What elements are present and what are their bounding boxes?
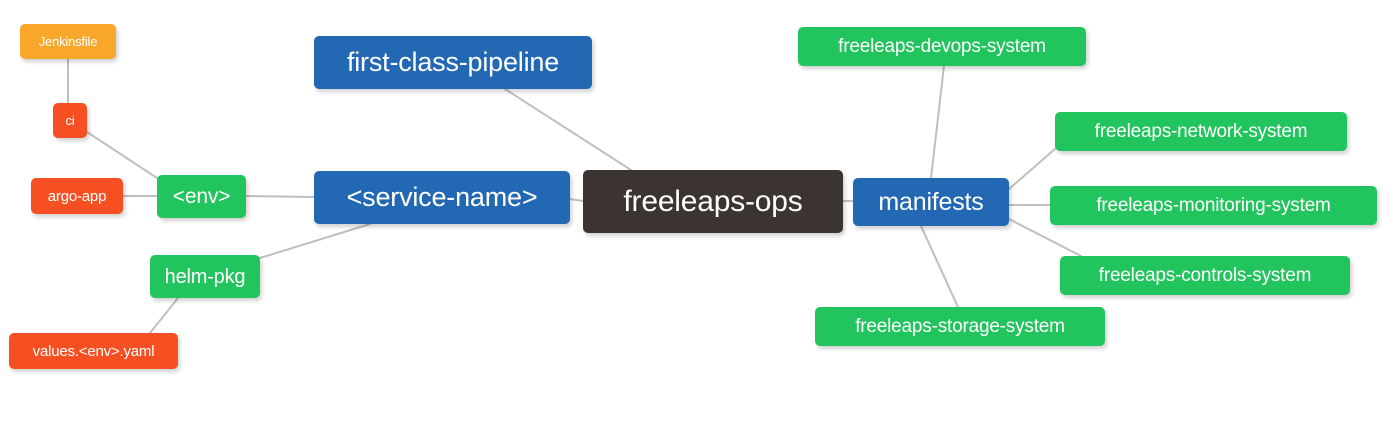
node-ci[interactable]: ci (53, 103, 87, 138)
node-label-freeleaps-storage-system: freeleaps-storage-system (855, 316, 1065, 337)
edge-manifests-storage (920, 225, 959, 308)
node-jenkinsfile[interactable]: Jenkinsfile (20, 24, 116, 59)
node-helm-pkg[interactable]: helm-pkg (150, 255, 260, 298)
node-label-env: <env> (172, 185, 231, 208)
node-label-freeleaps-network-system: freeleaps-network-system (1094, 121, 1308, 142)
node-label-freeleaps-devops-system: freeleaps-devops-system (838, 36, 1046, 57)
node-freeleaps-ops[interactable]: freeleaps-ops (583, 170, 843, 233)
node-freeleaps-monitoring-system[interactable]: freeleaps-monitoring-system (1050, 186, 1377, 225)
node-freeleaps-storage-system[interactable]: freeleaps-storage-system (815, 307, 1105, 346)
edge-helm-pkg-service-name (259, 223, 371, 259)
node-label-values-yaml: values.<env>.yaml (32, 342, 155, 360)
node-first-class-pipeline[interactable]: first-class-pipeline (314, 36, 592, 89)
edge-values-yaml-helm-pkg (149, 297, 179, 334)
node-argo-app[interactable]: argo-app (31, 178, 123, 214)
node-freeleaps-network-system[interactable]: freeleaps-network-system (1055, 112, 1347, 151)
node-freeleaps-controls-system[interactable]: freeleaps-controls-system (1060, 256, 1350, 295)
node-label-argo-app: argo-app (47, 187, 107, 205)
node-label-service-name: <service-name> (346, 182, 538, 212)
node-label-freeleaps-controls-system: freeleaps-controls-system (1098, 265, 1312, 286)
edge-manifests-network (1008, 148, 1056, 190)
node-label-jenkinsfile: Jenkinsfile (38, 34, 98, 49)
node-freeleaps-devops-system[interactable]: freeleaps-devops-system (798, 27, 1086, 66)
node-label-helm-pkg: helm-pkg (164, 265, 246, 288)
node-manifests[interactable]: manifests (853, 178, 1009, 226)
edge-ci-env (86, 131, 158, 179)
edge-manifests-devops (930, 65, 945, 179)
node-label-freeleaps-monitoring-system: freeleaps-monitoring-system (1096, 195, 1331, 216)
node-env[interactable]: <env> (157, 175, 246, 218)
node-label-freeleaps-ops: freeleaps-ops (623, 184, 803, 218)
node-label-ci: ci (65, 113, 75, 128)
node-service-name[interactable]: <service-name> (314, 171, 570, 224)
edge-service-name-ops (569, 198, 584, 202)
node-values-yaml[interactable]: values.<env>.yaml (9, 333, 178, 369)
edge-env-service-name (245, 195, 315, 198)
edge-first-class-pipeline-ops (504, 88, 632, 171)
node-label-manifests: manifests (878, 187, 984, 216)
node-label-first-class-pipeline: first-class-pipeline (346, 47, 560, 77)
